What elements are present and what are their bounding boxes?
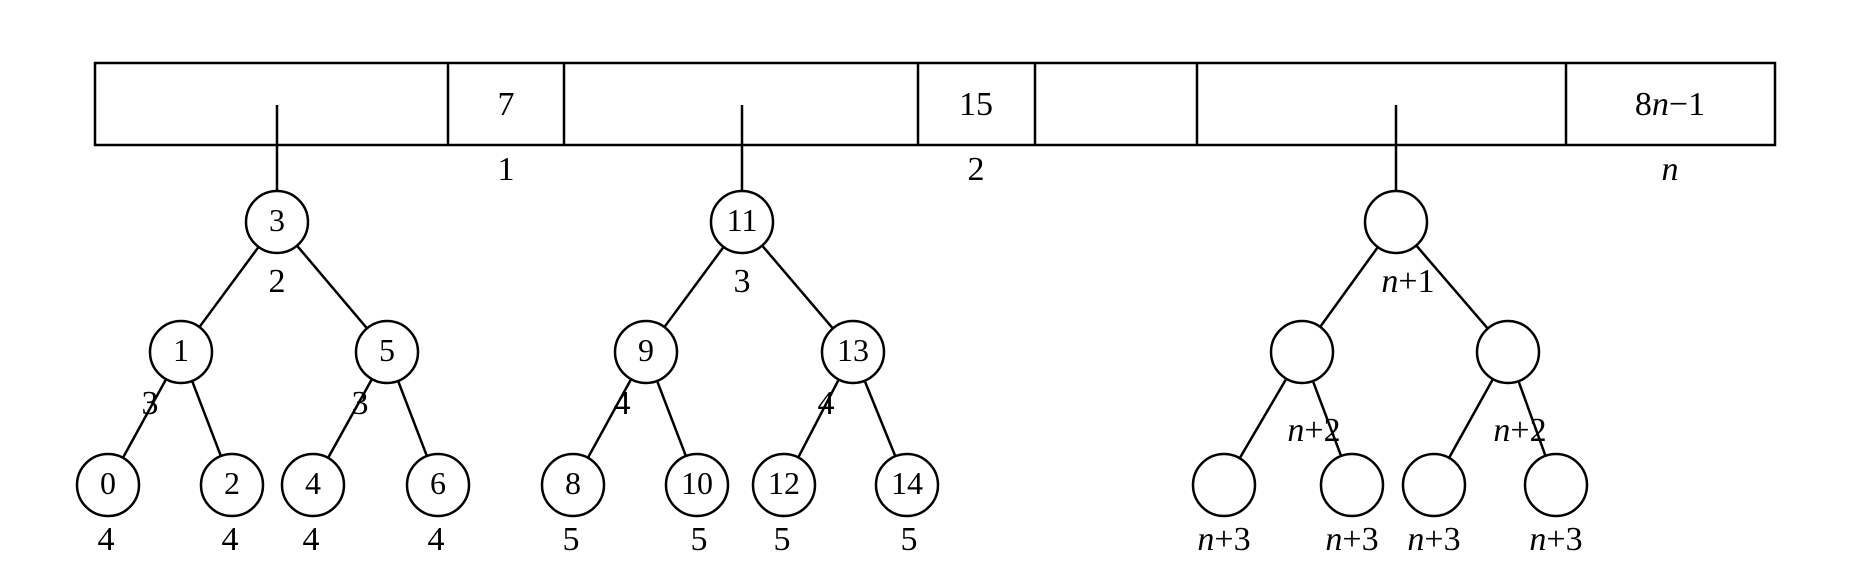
tree-edge — [1238, 378, 1288, 459]
tree-edge — [296, 244, 368, 330]
tree-edge — [655, 380, 688, 457]
node-depth-label: n+1 — [1381, 263, 1434, 300]
node-depth-label: 5 — [563, 521, 580, 558]
array-index-label: n — [1662, 151, 1679, 188]
node-value: 0 — [100, 465, 116, 501]
tree-node — [75, 452, 141, 518]
tree-edge — [1311, 380, 1343, 457]
tree-edge — [663, 246, 725, 328]
node-value: 8 — [565, 465, 581, 501]
array-cell-value: 8n−1 — [1635, 86, 1705, 123]
node-depth-label: 4 — [818, 385, 835, 422]
tree-edge — [396, 380, 429, 457]
tree-node — [148, 319, 214, 385]
tree-node — [354, 319, 420, 385]
node-depth-label: 4 — [98, 521, 115, 558]
tree-edge — [326, 378, 374, 459]
tree-node — [199, 452, 265, 518]
array-bar: 7 15 8n−1 1 2 n — [93, 61, 1777, 188]
array-index-label: 2 — [968, 151, 985, 188]
tree-edge — [797, 378, 840, 459]
node-depth-label: 4 — [222, 521, 239, 558]
tree-edge — [761, 244, 834, 330]
tree-edge — [863, 380, 897, 457]
tree-node — [1363, 189, 1429, 255]
node-depth-label: 5 — [774, 521, 791, 558]
tree-edge — [190, 380, 223, 457]
node-value: 10 — [681, 465, 713, 501]
node-depth-label: 3 — [352, 385, 369, 422]
tree-node — [244, 189, 310, 255]
tree-node — [751, 452, 817, 518]
tree-3: n+1 n+2 n+2 n+3 n+3 n+3 n+3 — [1191, 105, 1589, 558]
array-outline — [93, 61, 1777, 147]
node-value: 6 — [430, 465, 446, 501]
tree-node — [540, 452, 606, 518]
node-depth-label: 3 — [734, 263, 751, 300]
node-depth-label: 4 — [614, 385, 631, 422]
node-value: 2 — [224, 465, 240, 501]
node-value: 1 — [173, 332, 189, 368]
tree-node — [664, 452, 730, 518]
tree-node — [874, 452, 940, 518]
node-depth-label: n+3 — [1325, 521, 1378, 558]
node-depth-label: n+3 — [1197, 521, 1250, 558]
node-value: 5 — [379, 332, 395, 368]
node-depth-label: n+2 — [1493, 412, 1546, 449]
node-depth-label: 5 — [901, 521, 918, 558]
tree-edge — [1415, 244, 1489, 330]
node-depth-label: 4 — [428, 521, 445, 558]
node-value: 3 — [269, 202, 285, 238]
node-value: 14 — [891, 465, 923, 501]
tree-edge — [121, 378, 168, 459]
node-value: 9 — [638, 332, 654, 368]
node-depth-label: 3 — [142, 385, 159, 422]
tree-node — [820, 319, 886, 385]
node-depth-label: 4 — [303, 521, 320, 558]
tree-edge — [198, 246, 260, 328]
node-value: 13 — [837, 332, 869, 368]
tree-node — [1523, 452, 1589, 518]
node-depth-label: 2 — [269, 263, 286, 300]
tree-node — [280, 452, 346, 518]
tree-edge — [1447, 378, 1495, 459]
tree-edge — [586, 378, 633, 459]
tree-edge — [1517, 380, 1547, 457]
array-cell-value: 7 — [498, 86, 515, 123]
array-index-label: 1 — [498, 151, 515, 188]
tree-node — [1269, 319, 1335, 385]
tree-node — [1475, 319, 1541, 385]
node-depth-label: 5 — [691, 521, 708, 558]
tree-node — [1401, 452, 1467, 518]
tree-node — [1191, 452, 1257, 518]
array-cell-value: 15 — [959, 86, 993, 123]
tree-node — [613, 319, 679, 385]
tree-node — [1319, 452, 1385, 518]
node-depth-label: n+3 — [1529, 521, 1582, 558]
tree-edge — [1319, 246, 1379, 328]
node-depth-label: n+2 — [1287, 412, 1340, 449]
tree-node — [709, 189, 775, 255]
node-value: 12 — [768, 465, 800, 501]
node-value: 11 — [727, 202, 758, 238]
tree-node — [405, 452, 471, 518]
node-depth-label: n+3 — [1407, 521, 1460, 558]
node-value: 4 — [305, 465, 321, 501]
